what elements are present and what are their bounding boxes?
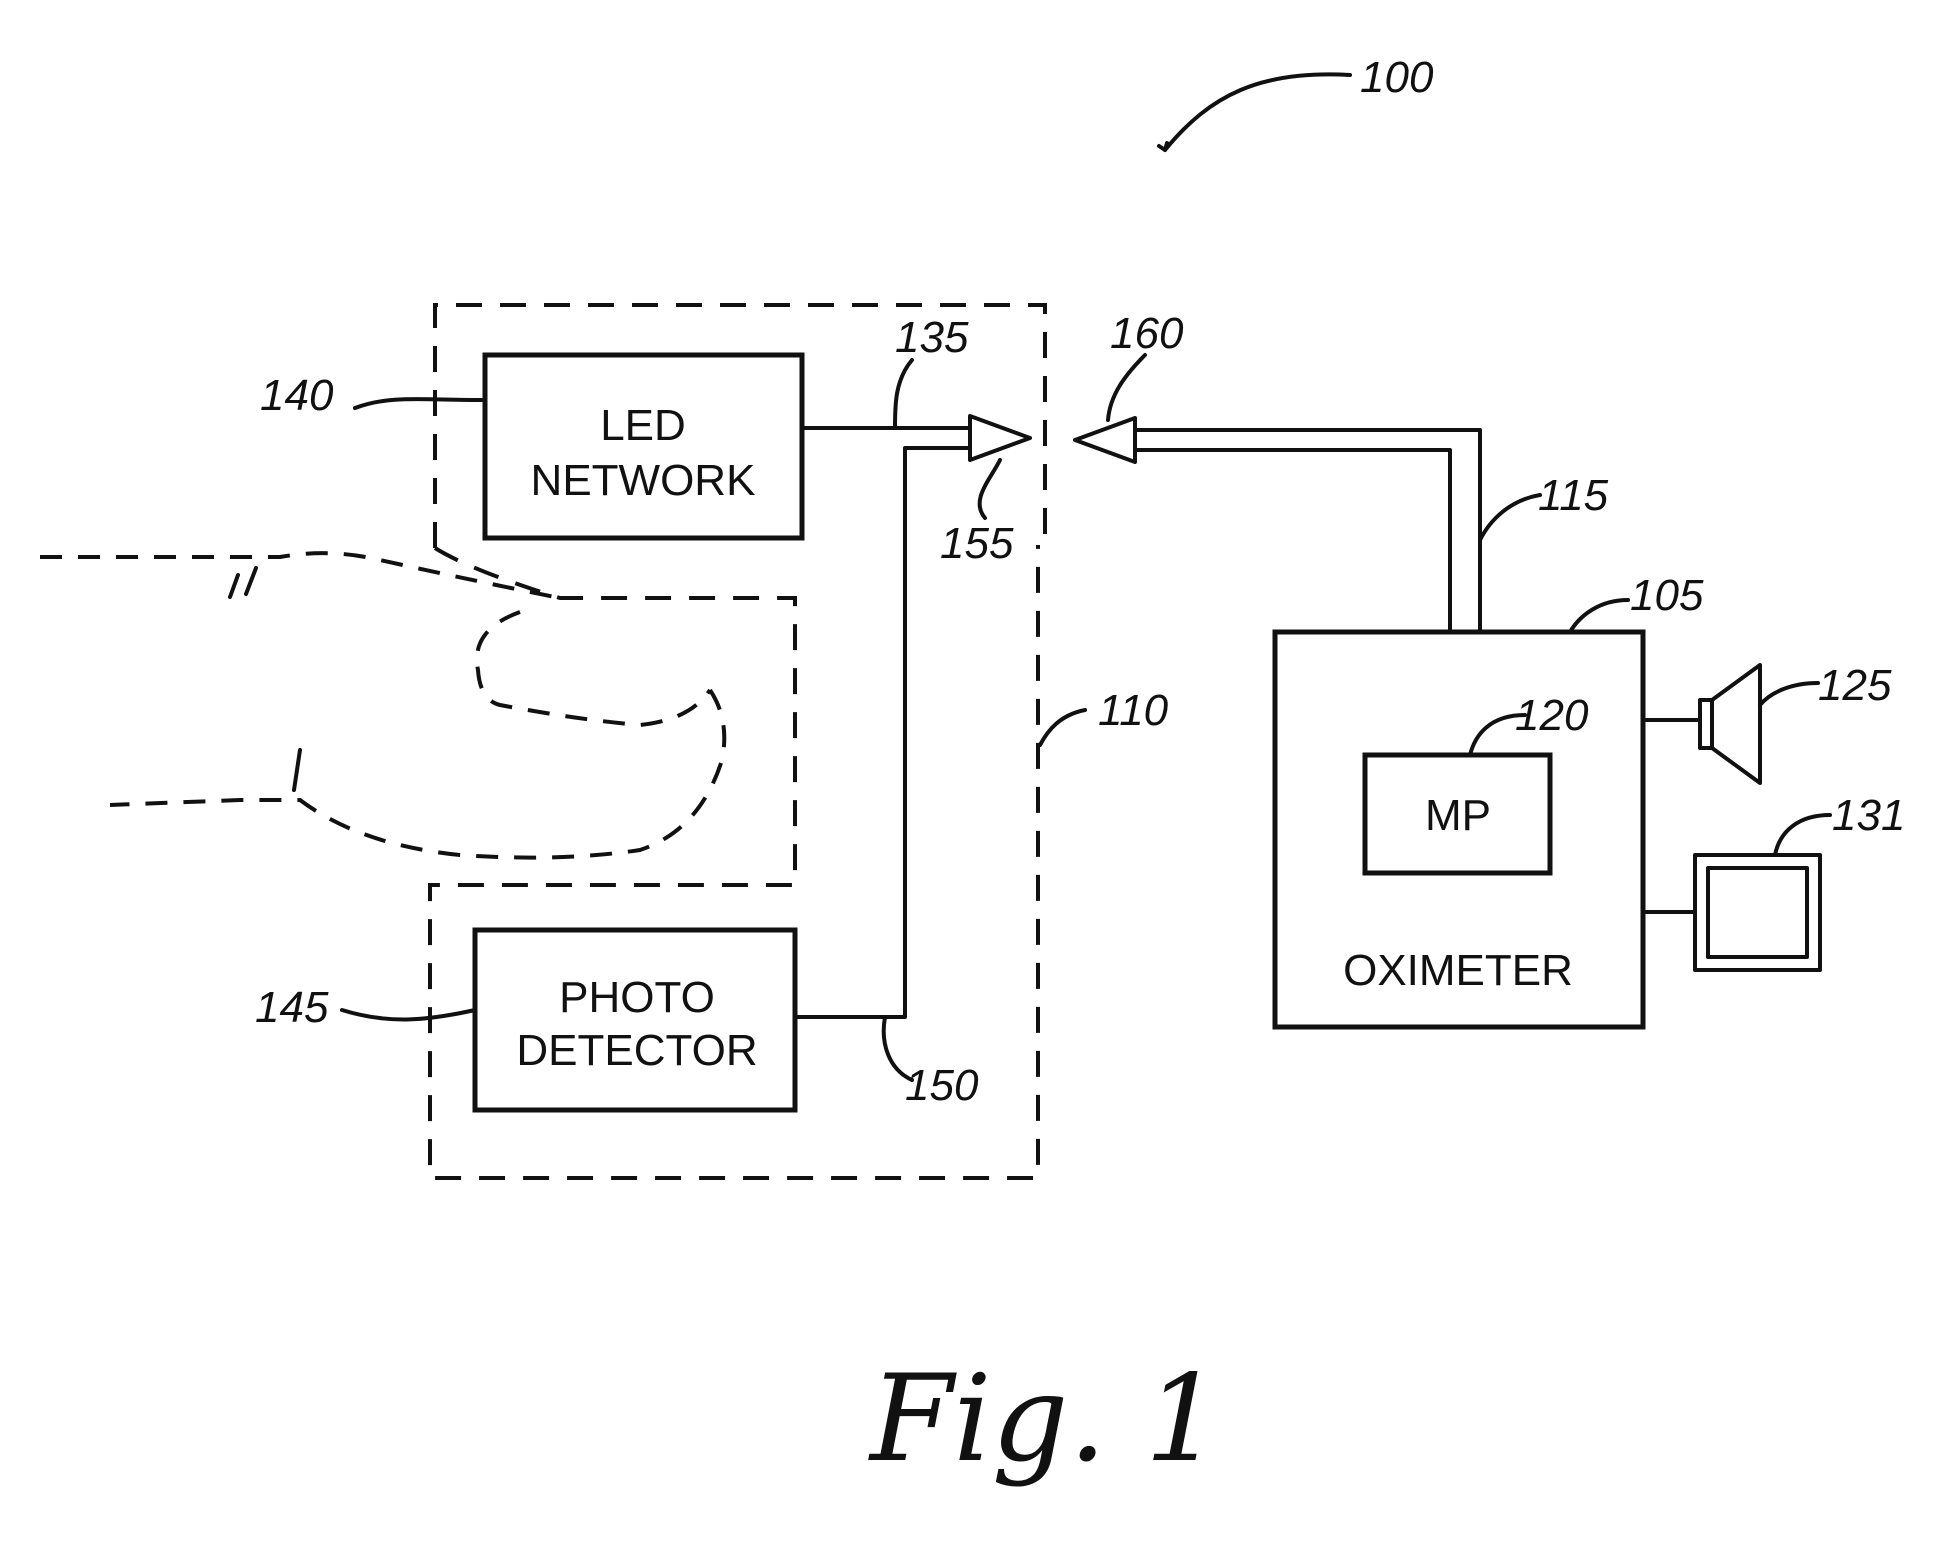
leader-sensor <box>1040 710 1085 745</box>
photodetector-label-2: DETECTOR <box>516 1026 757 1075</box>
leader-speaker <box>1760 683 1818 705</box>
leader-led-network <box>355 399 485 408</box>
ref-processor: 120 <box>1515 691 1589 740</box>
leader-cable-connector <box>1108 355 1145 420</box>
ref-system: 100 <box>1360 53 1434 102</box>
ref-speaker: 125 <box>1818 661 1892 710</box>
cable-connector <box>1075 418 1135 462</box>
cable <box>1135 430 1480 632</box>
ref-cable-connector: 160 <box>1110 309 1184 358</box>
ref-display: 131 <box>1832 791 1905 840</box>
ref-cable: 115 <box>1538 471 1609 520</box>
system-leader <box>1159 74 1350 150</box>
leader-oximeter <box>1570 600 1628 632</box>
ref-sensor: 110 <box>1098 686 1169 735</box>
led-network-label-2: NETWORK <box>531 456 756 505</box>
leader-display <box>1775 815 1830 855</box>
photodetector-label-1: PHOTO <box>559 973 715 1022</box>
leader-cable <box>1480 495 1540 540</box>
ref-sensor-connector: 155 <box>940 519 1014 568</box>
leader-photodetector <box>342 1010 475 1019</box>
display-icon <box>1643 855 1820 970</box>
oximeter-label: OXIMETER <box>1343 946 1573 995</box>
leader-led-line <box>895 360 912 428</box>
led-network-label-1: LED <box>600 401 686 450</box>
speaker-icon <box>1643 665 1760 783</box>
ref-led-network: 140 <box>260 371 334 420</box>
ref-photodetector: 145 <box>255 983 329 1032</box>
ref-oximeter: 105 <box>1630 571 1704 620</box>
ref-led-line: 135 <box>895 313 969 362</box>
figure-caption: Fig. 1 <box>868 1350 1221 1489</box>
processor-label: MP <box>1425 791 1491 840</box>
ref-detector-line: 150 <box>905 1061 979 1110</box>
leader-sensor-connector <box>980 460 1000 518</box>
sensor-connector <box>970 416 1030 460</box>
